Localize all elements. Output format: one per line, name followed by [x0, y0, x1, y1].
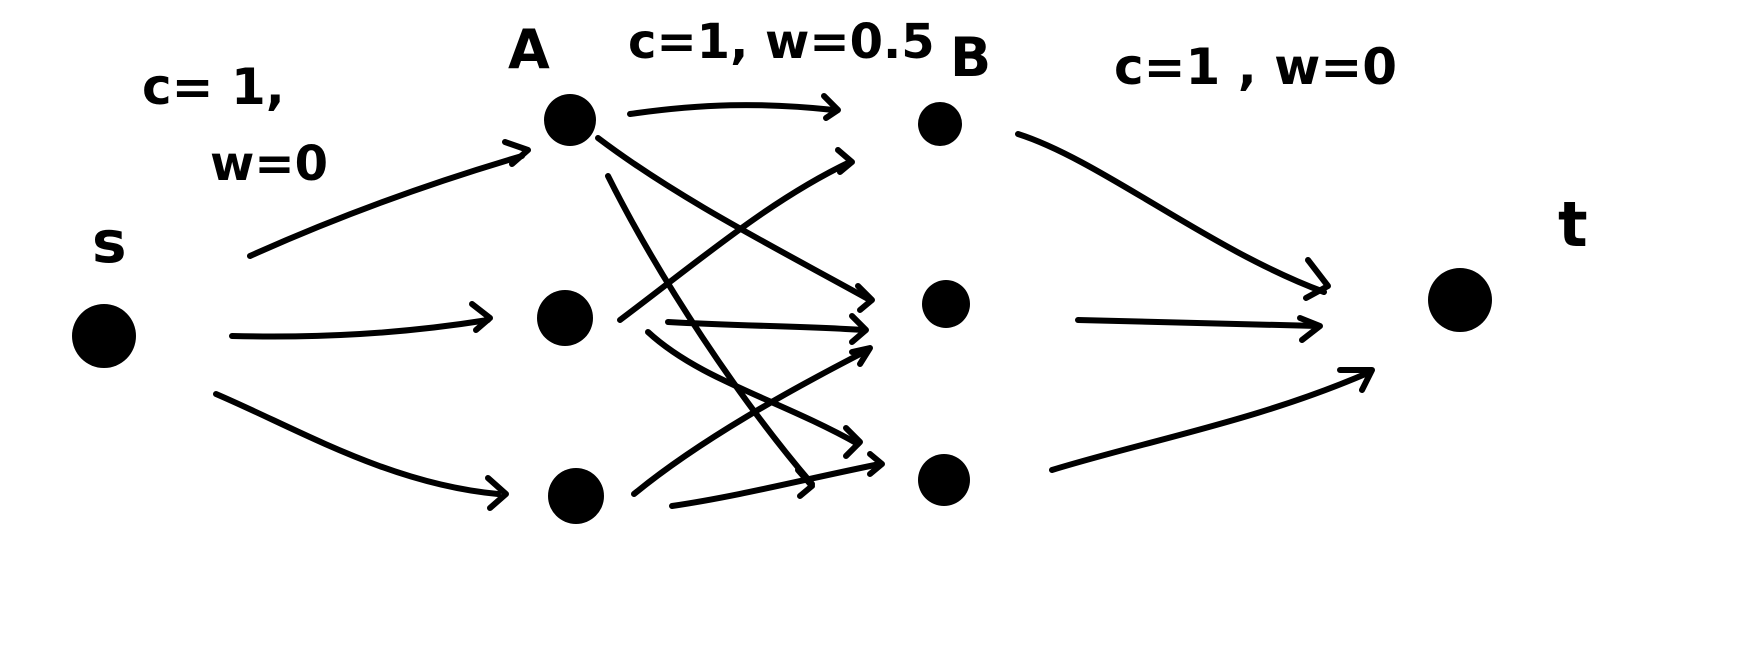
edge-a3-b2 — [669, 461, 883, 509]
node-s — [72, 304, 136, 368]
edge-s-a2-arrow — [469, 301, 493, 333]
edge-a3-b2-arrow — [867, 451, 885, 477]
edge-a2-b3 — [645, 329, 861, 447]
edge-a3-b1 — [631, 347, 871, 497]
edge-a1-b2-arrow — [855, 283, 875, 313]
edge-b3-t — [1049, 369, 1373, 473]
edge-b1-t — [1015, 131, 1327, 295]
edge-b1-t-arrow — [1303, 257, 1331, 301]
edge-s-a3-arrow — [485, 475, 509, 511]
edge-b2-t-arrow — [1297, 315, 1323, 343]
edge-a1-b3-arrow — [795, 467, 815, 499]
edge-a2-b2-arrow — [849, 313, 869, 345]
node-b1 — [918, 102, 962, 146]
edge-a2-b3-arrow — [843, 425, 863, 459]
label-sink-edges: c=1 , w=0 — [1114, 38, 1397, 96]
label-column-a: A — [508, 18, 550, 81]
node-a3 — [548, 468, 604, 524]
label-sink: t — [1558, 188, 1588, 261]
label-middle-edges: c=1, w=0.5 — [628, 14, 935, 70]
label-source-edges-c: c= 1, — [142, 58, 285, 116]
edge-s-a1 — [247, 153, 525, 259]
node-b2 — [922, 280, 970, 328]
edge-b3-t-arrow — [1337, 367, 1375, 393]
edge-a1-b3 — [605, 173, 815, 487]
node-a2 — [537, 290, 593, 346]
node-t — [1428, 268, 1492, 332]
edge-a2-b2 — [665, 319, 867, 333]
label-column-b: B — [950, 26, 991, 89]
edge-b2-t — [1075, 317, 1321, 329]
node-a1 — [544, 94, 596, 146]
label-source: s — [92, 208, 127, 276]
node-b3 — [918, 454, 970, 506]
edge-a2-b1 — [617, 159, 853, 323]
edge-a3-b1-arrow — [849, 345, 873, 367]
label-source-edges-w: w=0 — [210, 136, 328, 192]
edge-a2-b1-arrow — [835, 147, 855, 175]
edge-s-a2 — [229, 317, 491, 340]
edge-a1-b1 — [627, 102, 837, 117]
edge-a1-b2 — [595, 135, 873, 303]
edge-s-a3 — [213, 391, 501, 497]
edge-a1-b1-arrow — [821, 93, 841, 121]
edge-s-a1-arrow — [502, 139, 531, 167]
